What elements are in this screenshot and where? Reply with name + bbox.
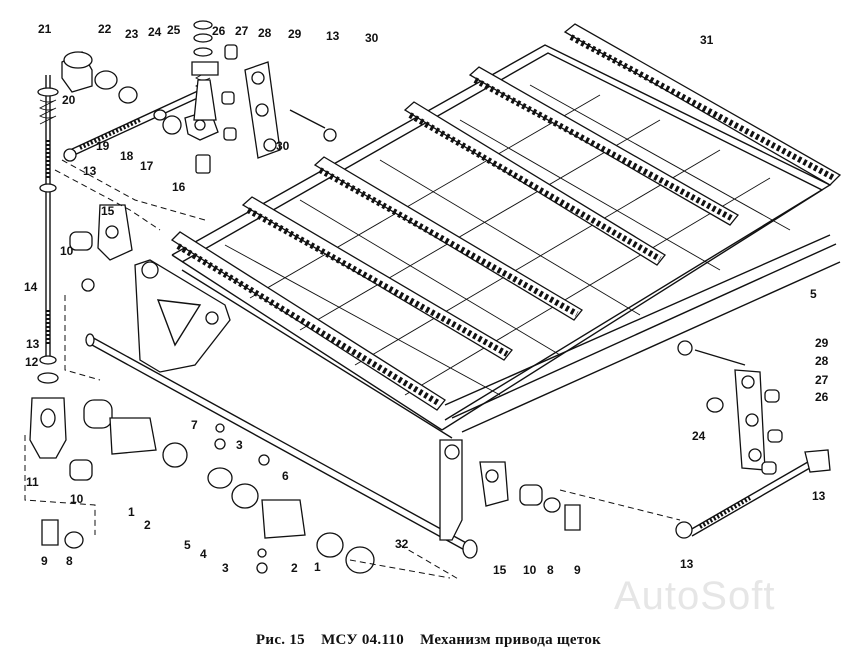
callout: 13 xyxy=(680,557,694,571)
callout: 22 xyxy=(98,22,112,36)
figure-title: Механизм привода щеток xyxy=(420,632,602,648)
callout: 13 xyxy=(326,29,340,43)
callout: 15 xyxy=(493,563,507,577)
callout: 30 xyxy=(365,31,379,45)
callout: 25 xyxy=(167,23,181,37)
dashed-guides xyxy=(24,159,681,581)
brush-bar xyxy=(403,101,666,266)
callout: 31 xyxy=(700,33,714,47)
callout: 13 xyxy=(812,489,826,503)
watermark: AutoSoft xyxy=(614,574,776,618)
callout: 2 xyxy=(291,561,298,575)
figure-code: МСУ 04.110 xyxy=(321,632,405,648)
callout: 7 xyxy=(191,418,198,432)
callout: 29 xyxy=(288,27,302,41)
brush-bar xyxy=(170,231,446,411)
callout: 26 xyxy=(815,390,829,404)
callout: 26 xyxy=(212,24,226,38)
callout: 16 xyxy=(172,180,186,194)
brush-bar xyxy=(313,156,583,321)
brush-bar xyxy=(241,196,513,361)
vertical-rod-14 xyxy=(29,75,67,459)
callout: 13 xyxy=(26,337,40,351)
brush-bar xyxy=(468,66,739,226)
callout: 23 xyxy=(125,27,139,41)
callout: 18 xyxy=(120,149,134,163)
callout: 27 xyxy=(815,373,829,387)
callout: 1 xyxy=(314,560,321,574)
shaft-32 xyxy=(85,333,478,559)
callout: 17 xyxy=(140,159,154,173)
callout: 11 xyxy=(26,475,39,489)
callout: 15 xyxy=(101,204,115,218)
callout: 9 xyxy=(574,563,581,577)
callout: 8 xyxy=(547,563,554,577)
callout: 27 xyxy=(235,24,249,38)
callout: 10 xyxy=(60,244,74,258)
callout: 5 xyxy=(184,538,191,552)
upper-linkage xyxy=(61,20,337,174)
callout: 1 xyxy=(128,505,135,519)
callout: 6 xyxy=(282,469,289,483)
right-side-parts xyxy=(479,340,831,539)
brush-bars xyxy=(170,23,842,411)
callout: 21 xyxy=(38,22,52,36)
figure-caption: Рис. 15 МСУ 04.110 Механизм привода щето… xyxy=(0,632,857,649)
callout: 3 xyxy=(236,438,243,452)
callout: 2 xyxy=(144,518,151,532)
callout: 10 xyxy=(70,492,84,506)
callout: 24 xyxy=(148,25,162,39)
lower-left-parts xyxy=(41,204,375,574)
callout: 24 xyxy=(692,429,706,443)
callout: 9 xyxy=(41,554,48,568)
callout: 13 xyxy=(83,164,97,178)
figure-number: Рис. 15 xyxy=(255,632,305,648)
callout-labels: 21 22 23 24 25 26 27 28 29 13 30 31 20 1… xyxy=(24,22,829,577)
callout: 28 xyxy=(815,354,829,368)
callout: 4 xyxy=(200,547,207,561)
callout: 5 xyxy=(810,287,817,301)
callout: 19 xyxy=(96,139,110,153)
callout: 14 xyxy=(24,280,38,294)
callout: 28 xyxy=(258,26,272,40)
callout: 32 xyxy=(395,537,409,551)
callout: 12 xyxy=(25,355,39,369)
callout: 29 xyxy=(815,336,829,350)
callout: 10 xyxy=(523,563,537,577)
brush-frame xyxy=(171,44,841,439)
lever-bracket xyxy=(134,259,231,373)
callout: 30 xyxy=(276,139,290,153)
callout: 8 xyxy=(66,554,73,568)
callout: 3 xyxy=(222,561,229,575)
brush-bar-31 xyxy=(563,23,842,186)
callout: 20 xyxy=(62,93,76,107)
